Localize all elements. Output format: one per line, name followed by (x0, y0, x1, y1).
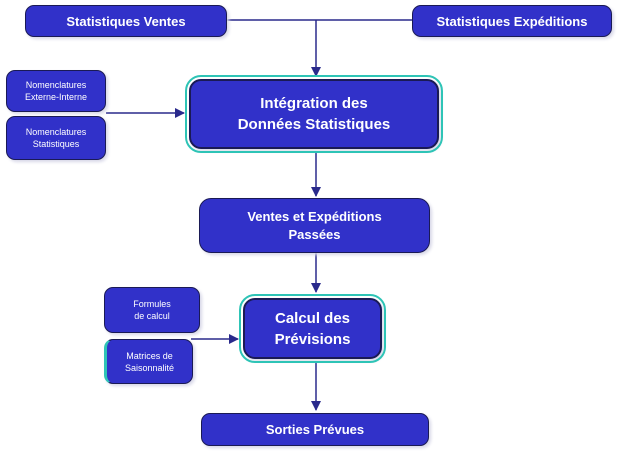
stats-expeditions-label: Statistiques Expéditions (436, 13, 588, 29)
integration-donnees-label: Intégration des Données Statistiques (237, 95, 391, 133)
nomenclatures-externe-interne-box: Nomenclatures Externe-Interne (6, 70, 106, 112)
matrices-saisonnalite-box: Matrices de Saisonnalité (104, 339, 193, 384)
stats-expeditions-box: Statistiques Expéditions (412, 5, 612, 37)
formules-calcul-box: Formules de calcul (104, 287, 200, 333)
nomenclatures-statistiques-label: Nomenclatures Statistiques (25, 127, 87, 149)
calcul-previsions-label: Calcul des Prévisions (274, 309, 351, 348)
ventes-expeditions-passees-box: Ventes et Expéditions Passées (199, 198, 430, 253)
sorties-prevues-label: Sorties Prévues (265, 422, 365, 437)
stats-ventes-label: Statistiques Ventes (66, 13, 186, 29)
nomenclatures-statistiques-box: Nomenclatures Statistiques (6, 116, 106, 160)
ventes-expeditions-passees-label: Ventes et Expéditions Passées (247, 208, 382, 242)
nomenclatures-externe-interne-label: Nomenclatures Externe-Interne (24, 80, 88, 102)
formules-calcul-label: Formules de calcul (133, 299, 171, 321)
matrices-saisonnalite-label: Matrices de Saisonnalité (124, 350, 175, 373)
integration-donnees-box: Intégration des Données Statistiques (185, 75, 443, 153)
calcul-previsions-box: Calcul des Prévisions (239, 294, 386, 363)
sorties-prevues-box: Sorties Prévues (201, 413, 429, 446)
stats-ventes-box: Statistiques Ventes (25, 5, 227, 37)
